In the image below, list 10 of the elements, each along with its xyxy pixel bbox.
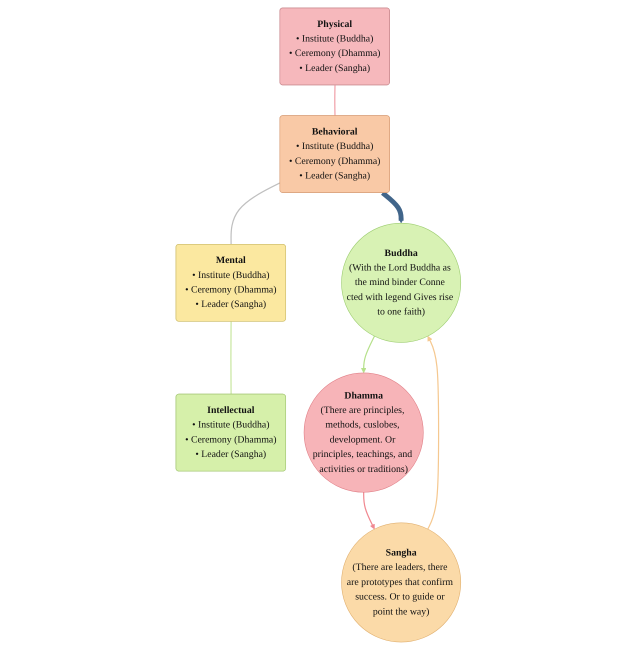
connector <box>230 322 232 394</box>
node-circle: Buddha (With the Lord Buddha as the mind binder Conne cted with legend Gives rise to one faith) <box>340 222 461 343</box>
arrow <box>360 336 375 374</box>
node-circle: Sangha (There are leaders, there are prototypes that confirm success. Or to guide or point the way) <box>340 522 461 642</box>
node-circle: Dhamma (There are principles, methods, cuslobes, development. Or principles, teachings, and activities or traditions) <box>303 372 424 493</box>
arrow <box>362 492 374 530</box>
connector <box>230 182 280 245</box>
connector <box>334 85 336 116</box>
arrow <box>426 336 439 530</box>
arrow <box>380 191 404 224</box>
